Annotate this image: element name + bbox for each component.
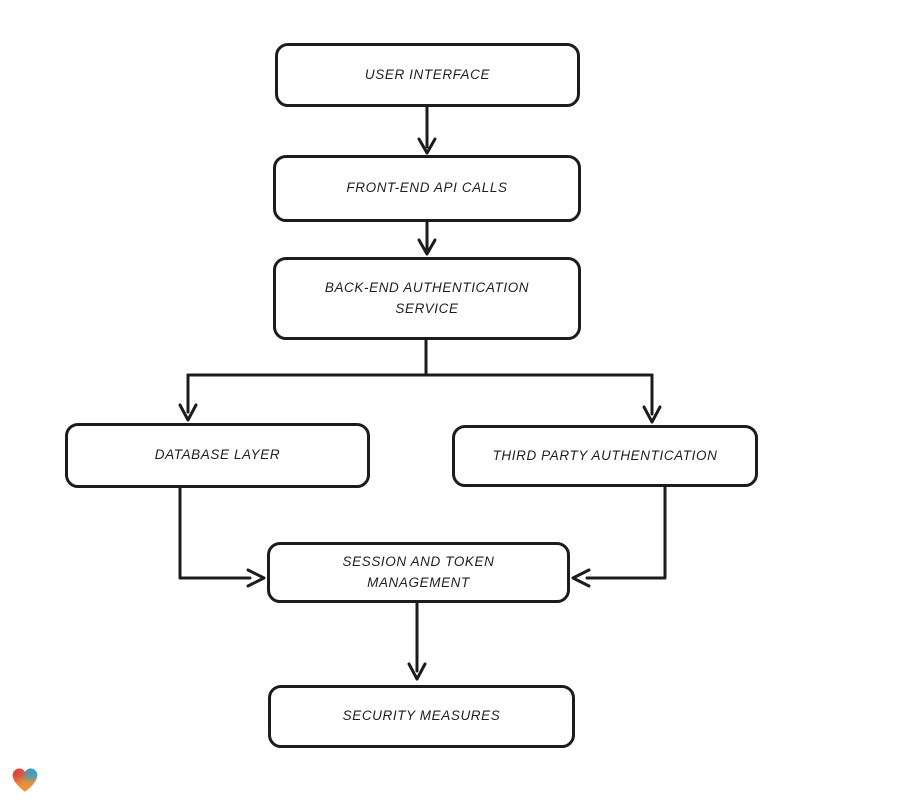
node-third-party-authentication: THIRD PARTY AUTHENTICATION <box>452 425 758 487</box>
edge-database-layer-to-session-and-token-management <box>178 486 266 588</box>
edge-user-interface-to-front-end-api-calls <box>417 105 437 155</box>
node-label: DATABASE LAYER <box>154 447 281 463</box>
node-session-and-token-management: SESSION AND TOKEN MANAGEMENT <box>267 542 570 603</box>
edge-front-end-api-calls-to-back-end-authentication-service <box>417 220 437 256</box>
node-label: USER INTERFACE <box>364 66 491 82</box>
node-front-end-api-calls: FRONT-END API CALLS <box>273 155 581 222</box>
node-label: BACK-END AUTHENTICATION SERVICE <box>324 280 530 316</box>
gradient-heart-logo[interactable] <box>8 762 42 796</box>
node-user-interface: USER INTERFACE <box>275 43 580 107</box>
edge-third-party-authentication-to-session-and-token-management <box>571 485 667 588</box>
node-back-end-authentication-service: BACK-END AUTHENTICATION SERVICE <box>273 257 581 340</box>
edge-back-end-authentication-service-branch <box>178 338 662 424</box>
node-label: FRONT-END API CALLS <box>346 180 508 196</box>
edge-session-and-token-management-to-security-measures <box>407 601 427 681</box>
node-label: SECURITY MEASURES <box>342 708 501 724</box>
node-security-measures: SECURITY MEASURES <box>268 685 575 748</box>
node-label: THIRD PARTY AUTHENTICATION <box>492 447 718 463</box>
node-database-layer: DATABASE LAYER <box>65 423 370 488</box>
node-label: SESSION AND TOKEN MANAGEMENT <box>342 554 495 590</box>
